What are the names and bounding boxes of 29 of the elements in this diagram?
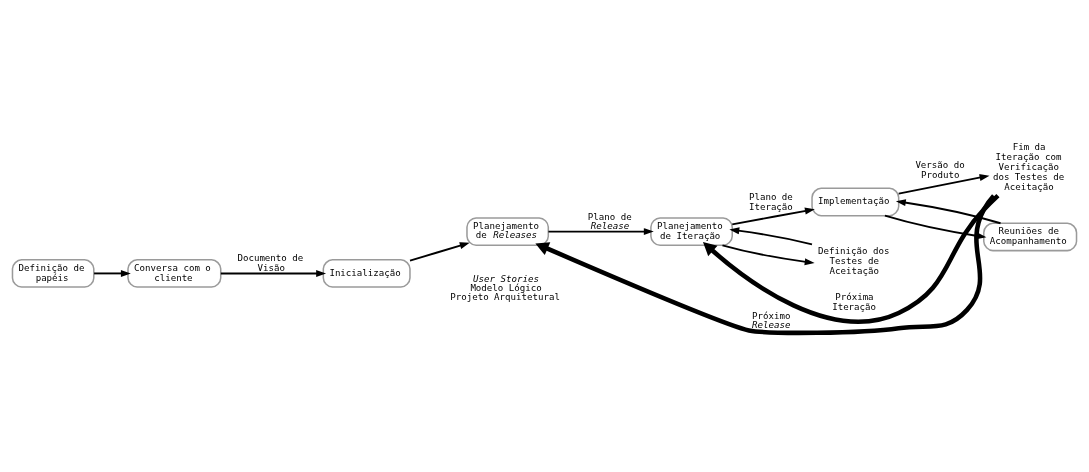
node-text: Definição dos Testes de Aceitação xyxy=(818,245,890,275)
label: Modelo Lógico xyxy=(470,282,542,293)
node-box: Reuniões de Acompanhamento xyxy=(983,222,1078,251)
node-box: Conversa com o cliente xyxy=(127,258,222,288)
arrow xyxy=(897,173,990,194)
edge-label: Próximo Release xyxy=(751,310,791,330)
node-box: Planejamento de Iteração xyxy=(650,216,733,246)
arrow xyxy=(219,269,327,277)
arrow xyxy=(702,193,1000,324)
edge-label: Próxima Iteração xyxy=(832,291,877,312)
node-box: Implementação xyxy=(811,187,900,216)
arrow xyxy=(93,269,131,277)
node-box: Definição de papéis xyxy=(11,258,95,288)
node-box: Planejamento de Releases xyxy=(466,216,550,246)
arrow xyxy=(721,243,815,265)
node-text: Fim da Iteração com Verificação dos Testes de Aceitação xyxy=(992,141,1065,192)
edge-label: Documento de Visão xyxy=(237,252,304,273)
label: Projeto Arquitetural xyxy=(450,291,560,302)
edge-label: Plano de Release xyxy=(587,211,632,231)
arrow xyxy=(895,198,1002,224)
label: User Stories xyxy=(473,273,539,284)
edge-label: Plano de Iteração xyxy=(748,191,793,212)
arrow xyxy=(535,193,996,335)
arrow xyxy=(731,207,815,225)
arrow xyxy=(547,227,654,235)
arrow xyxy=(409,241,470,262)
edge-label: Versão do Produto xyxy=(915,159,965,180)
node-box: Inicialização xyxy=(322,258,411,288)
arrow xyxy=(729,226,813,245)
